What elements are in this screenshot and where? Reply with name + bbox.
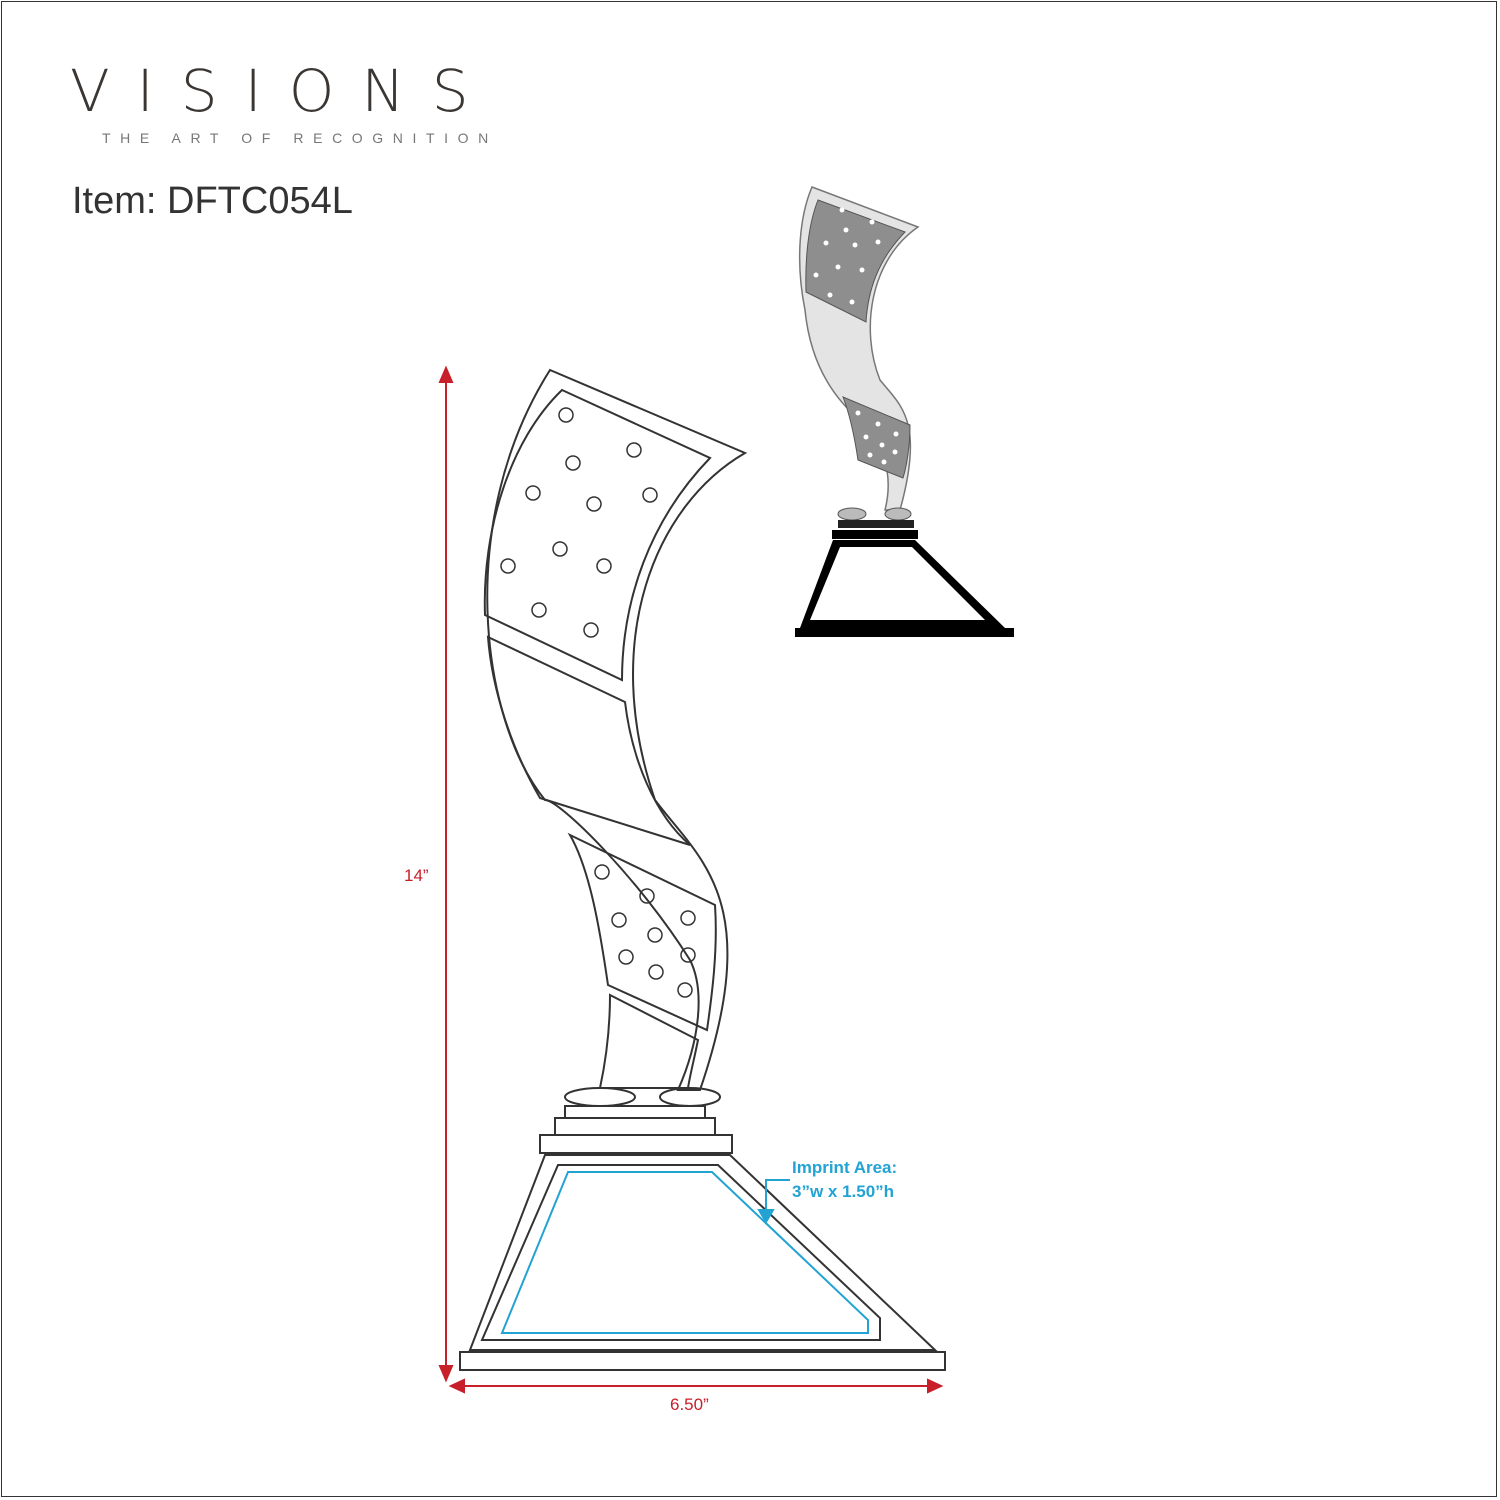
width-label: 6.50”	[670, 1395, 709, 1414]
imprint-callout-arrow	[757, 1179, 790, 1224]
brand-tagline: THE ART OF RECOGNITION	[102, 130, 498, 146]
height-dimension-line	[438, 365, 454, 1383]
item-number: Item: DFTC054L	[72, 180, 353, 222]
height-label: 14”	[404, 866, 429, 885]
width-dimension-line	[448, 1378, 944, 1394]
main-trophy-outline	[459, 368, 946, 1371]
imprint-size: 3”w x 1.50”h	[792, 1182, 894, 1201]
imprint-area-outline	[500, 1171, 869, 1334]
product-preview-render	[795, 186, 1014, 637]
brand-logo: VISIONS	[70, 57, 496, 125]
imprint-title: Imprint Area:	[792, 1158, 897, 1177]
